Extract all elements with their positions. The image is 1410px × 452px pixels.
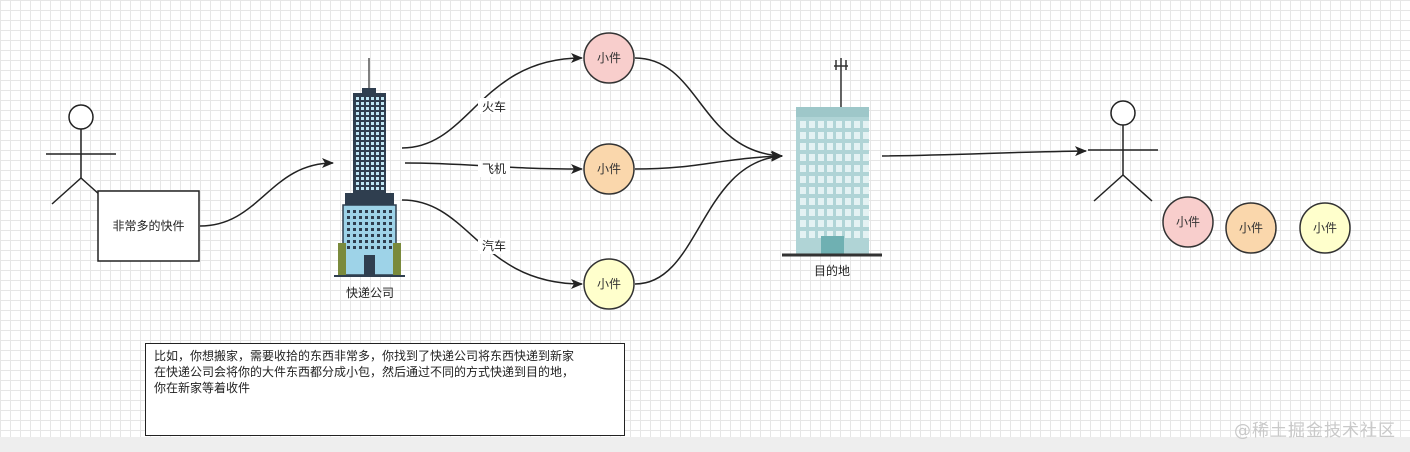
note-line: 在快递公司会将你的大件东西都分成小包，然后通过不同的方式快递到目的地， — [154, 365, 575, 379]
parcel-node: 小件 — [583, 258, 635, 310]
received-parcel-label: 小件 — [1239, 221, 1263, 235]
destination-building-icon — [782, 58, 882, 257]
parcel-label: 小件 — [597, 162, 621, 176]
parcel-to-destination-edge — [634, 57, 783, 161]
parcel-to-destination-edge — [634, 151, 783, 285]
route-label-train: 火车 — [482, 99, 506, 114]
parcel-node: 小件 — [583, 143, 635, 195]
sender-figure — [46, 104, 116, 205]
box-to-company-edge — [199, 158, 334, 227]
company-label: 快递公司 — [346, 286, 394, 300]
receiver-figure — [1088, 100, 1158, 202]
company-building-icon — [334, 58, 405, 277]
parcel-label: 小件 — [597, 277, 621, 291]
parcels-box-label: 非常多的快件 — [112, 218, 184, 233]
destination-to-receiver-edge — [881, 146, 1087, 157]
received-parcel: 小件 — [1299, 202, 1351, 254]
route-label-car: 汽车 — [482, 238, 506, 253]
parcel-to-destination-edge — [634, 151, 783, 170]
route-label-plane: 飞机 — [482, 162, 506, 176]
received-parcel: 小件 — [1162, 196, 1214, 248]
bottom-scroll-area — [0, 437, 1410, 452]
parcel-label: 小件 — [597, 51, 621, 65]
parcel-node: 小件 — [583, 32, 635, 84]
received-parcel-label: 小件 — [1313, 221, 1337, 235]
note-line: 比如，你想搬家，需要收拾的东西非常多，你找到了快递公司将东西快递到新家 — [154, 349, 575, 363]
received-parcel-label: 小件 — [1176, 215, 1200, 229]
destination-label: 目的地 — [814, 263, 850, 278]
watermark: @稀土掘金技术社区 — [1234, 421, 1396, 441]
note-line: 你在新家等着收件 — [154, 381, 251, 395]
received-parcel: 小件 — [1225, 202, 1277, 254]
explanation-note: 比如，你想搬家，需要收拾的东西非常多，你找到了快递公司将东西快递到新家 在快递公… — [145, 343, 625, 436]
parcels-box: 非常多的快件 — [97, 190, 200, 262]
